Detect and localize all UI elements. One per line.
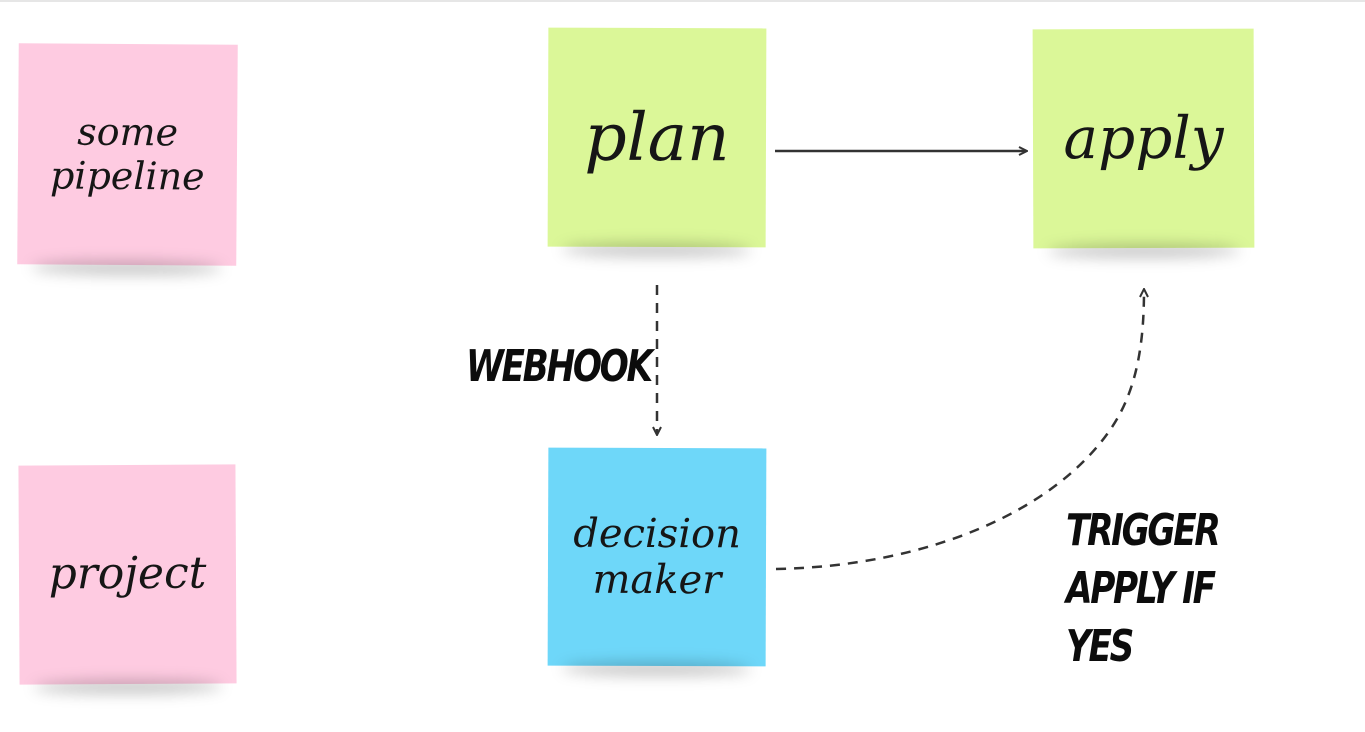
top-divider: [0, 0, 1365, 2]
sticky-note-text: decision maker: [573, 510, 741, 604]
edge-label-trigger-apply[interactable]: TRIGGER APPLY IF YES: [1066, 505, 1221, 672]
sticky-note-some-pipeline[interactable]: some pipeline: [17, 43, 238, 266]
sticky-note-plan[interactable]: plan: [547, 27, 767, 248]
sticky-note-text: some pipeline: [49, 109, 205, 199]
sticky-note-text: apply: [1063, 103, 1224, 173]
edge-label-webhook[interactable]: WEBHOOK: [466, 341, 653, 392]
sticky-note-apply[interactable]: apply: [1032, 28, 1255, 249]
arrow-decision-maker-to-apply: [775, 290, 1144, 571]
sticky-note-decision-maker[interactable]: decision maker: [547, 447, 767, 667]
sticky-note-project[interactable]: project: [18, 464, 237, 685]
sticky-note-text: plan: [584, 98, 730, 176]
sticky-note-text: project: [48, 547, 207, 600]
